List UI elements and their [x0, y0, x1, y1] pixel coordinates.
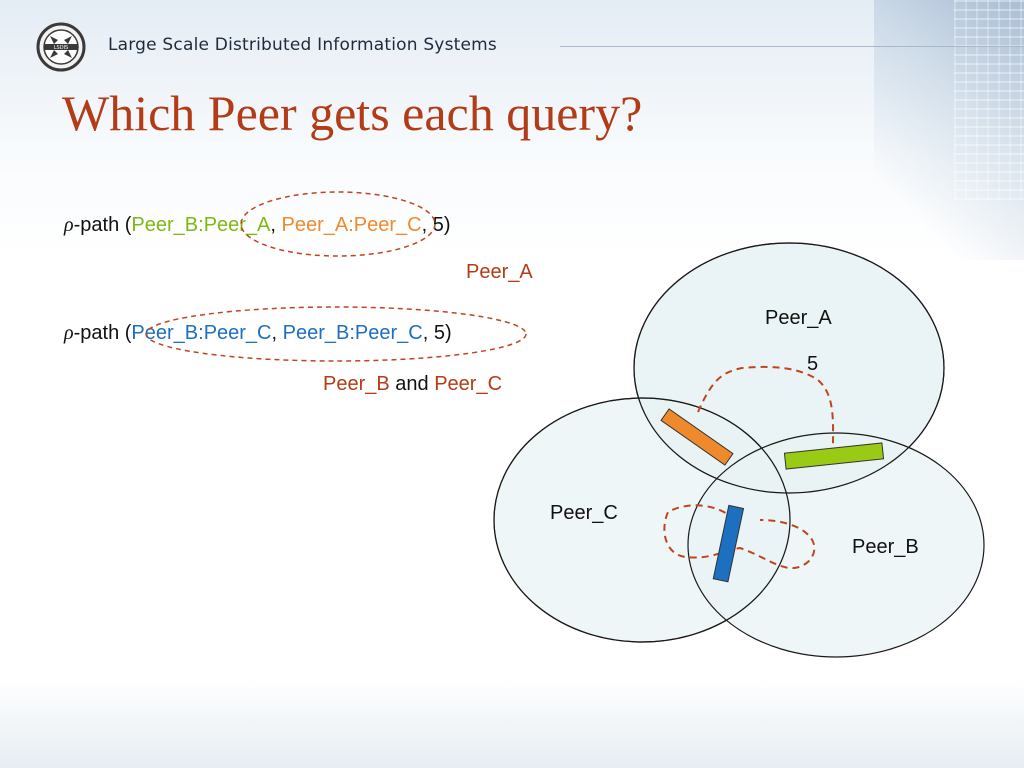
blue-range-bar	[712, 504, 745, 583]
separator: ,	[271, 322, 283, 344]
svg-text:LSDIS: LSDIS	[54, 45, 68, 51]
query-1-key-1: Peer_B:Peer_A	[131, 214, 271, 236]
tail: , 5)	[422, 322, 452, 344]
path-text: -path (	[73, 214, 132, 236]
query-2-key-1: Peer_B:Peer_C	[131, 322, 272, 344]
peer-c-outline	[493, 397, 791, 643]
corner-decoration	[874, 0, 1024, 260]
header-title: Large Scale Distributed Information Syst…	[108, 35, 497, 55]
rho-symbol: ρ	[64, 322, 74, 344]
range-curve-peer-bc	[663, 504, 816, 570]
corner-grid-decoration	[954, 0, 1024, 200]
slide-title: Which Peer gets each query?	[62, 85, 643, 141]
query-1-key-2: Peer_A:Peer_C	[281, 214, 422, 236]
lsdis-logo-icon: LSDIS	[36, 22, 86, 72]
query-2-answer: Peer_B and Peer_C	[323, 373, 502, 396]
query-1-line: ρ-path (Peer_B:Peer_A, Peer_A:Peer_C, 5)	[64, 214, 451, 237]
peer-b-label: Peer_B	[852, 536, 919, 558]
peer-c-label: Peer_C	[550, 502, 618, 524]
separator: ,	[270, 214, 282, 236]
green-range-bar	[783, 442, 885, 470]
query-1-answer: Peer_A	[466, 261, 533, 283]
peer-a-value: 5	[807, 353, 818, 375]
rho-symbol: ρ	[64, 214, 74, 236]
peer-b-region	[687, 432, 985, 658]
peer-a-outline	[633, 242, 945, 494]
path-text: -path (	[73, 322, 132, 344]
orange-range-bar	[660, 408, 734, 466]
query-2-line: ρ-path (Peer_B:Peer_C, Peer_B:Peer_C, 5)	[64, 322, 452, 345]
answer-peer-c: Peer_C	[434, 373, 503, 395]
header-divider	[560, 46, 1024, 47]
query-2-key-2: Peer_B:Peer_C	[282, 322, 423, 344]
answer-peer-b: Peer_B	[323, 373, 390, 395]
query-1-highlight-ellipse	[240, 191, 436, 257]
answer-and: and	[389, 373, 435, 395]
range-curve-peer-a	[697, 365, 835, 449]
query-2-highlight-ellipse	[145, 306, 527, 362]
peer-a-label: Peer_A	[765, 307, 832, 329]
tail: , 5)	[421, 214, 451, 236]
